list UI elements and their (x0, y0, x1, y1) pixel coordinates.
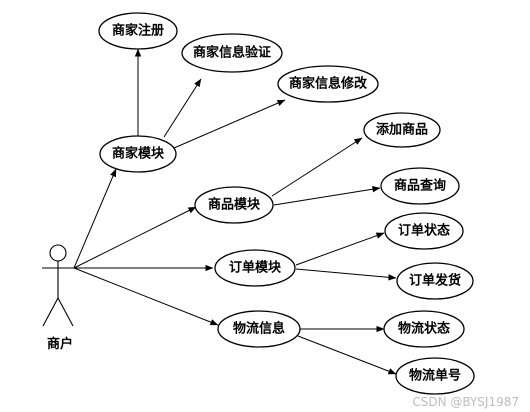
edge-order-ship (295, 268, 397, 281)
edge-logistics-number (297, 335, 397, 375)
node-label: 添加商品 (376, 122, 428, 138)
node-product-module: 商品模块 (194, 186, 274, 224)
actor-label: 商户 (47, 336, 73, 352)
node-logistics-status: 物流状态 (383, 310, 465, 348)
node-logistics-number: 物流单号 (395, 357, 475, 395)
edge-actor-product-module (73, 206, 197, 269)
node-add-product: 添加商品 (363, 112, 441, 148)
node-label: 商品模块 (208, 197, 261, 213)
node-label: 物流单号 (409, 368, 461, 384)
edge-merchant-verify (163, 78, 202, 138)
node-label: 订单发货 (409, 273, 461, 289)
node-label: 订单状态 (398, 223, 450, 239)
node-label: 商家模块 (112, 146, 165, 162)
node-label: 物流信息 (233, 321, 285, 337)
node-merchant-verify: 商家信息验证 (181, 33, 283, 73)
edges (73, 48, 397, 375)
node-order-module: 订单模块 (214, 249, 296, 287)
node-order-status: 订单状态 (384, 212, 464, 250)
node-label: 商品查询 (394, 178, 446, 194)
edge-actor-merchant-module (73, 168, 117, 269)
watermark-text: CSDN @BYSJ1987 (412, 395, 519, 409)
edge-product-query (273, 186, 381, 206)
node-label: 商家注册 (112, 23, 164, 39)
node-merchant-register: 商家注册 (98, 12, 178, 50)
node-label: 物流状态 (398, 321, 450, 337)
edge-merchant-modify (173, 99, 286, 149)
node-order-ship: 订单发货 (396, 262, 474, 300)
edge-add-product (271, 137, 363, 197)
actor-right-leg (57, 297, 74, 327)
node-product-query: 商品查询 (380, 167, 460, 205)
node-label: 商家信息修改 (289, 76, 368, 92)
node-label: 订单模块 (229, 260, 282, 276)
actor-left-leg (42, 297, 59, 327)
edge-actor-logistics-info (73, 267, 219, 326)
node-logistics-info: 物流信息 (217, 310, 301, 348)
actor-head (49, 244, 67, 262)
node-merchant-modify: 商家信息修改 (277, 65, 379, 103)
actor-merchant: 商户 (42, 244, 74, 352)
node-merchant-module: 商家模块 (99, 135, 177, 173)
node-label: 商家信息验证 (193, 45, 271, 61)
edge-order-status (295, 232, 385, 266)
